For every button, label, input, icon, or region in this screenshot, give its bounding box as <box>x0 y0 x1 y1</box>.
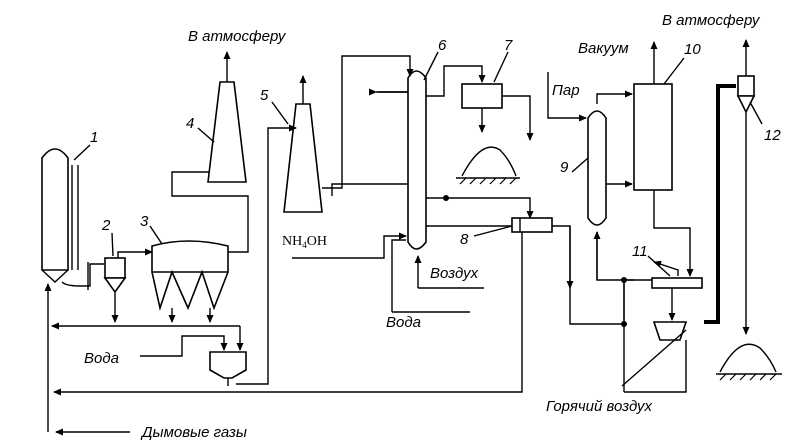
number-11: 11 <box>632 243 648 260</box>
cyclone-2 <box>103 257 127 294</box>
number-12: 12 <box>764 127 781 144</box>
number-6: 6 <box>438 37 447 54</box>
label-air: Воздух <box>430 265 479 282</box>
apparatus-1 <box>41 148 79 283</box>
label-atm-right: В атмосферу <box>662 12 761 29</box>
collector-tank <box>209 351 247 379</box>
label-atm-left: В атмосферу <box>188 28 287 45</box>
number-1: 1 <box>90 129 98 146</box>
number-2: 2 <box>101 217 111 234</box>
scrubber-4 <box>207 81 247 183</box>
number-3: 3 <box>140 213 149 230</box>
column-6 <box>407 70 427 250</box>
heat-exchanger-8 <box>511 217 553 233</box>
label-water-left: Вода <box>84 350 119 367</box>
label-steam: Пар <box>552 82 580 99</box>
vessel-7 <box>461 83 503 109</box>
number-4: 4 <box>186 115 194 132</box>
number-10: 10 <box>684 41 701 58</box>
cyclone-12 <box>736 75 756 114</box>
product-pile-right <box>716 343 782 381</box>
label-water-center: Вода <box>386 314 421 331</box>
number-8: 8 <box>460 231 469 248</box>
number-5: 5 <box>260 87 269 104</box>
dryer-funnel <box>621 321 688 387</box>
label-hot-air: Горячий воздух <box>546 398 653 415</box>
number-7: 7 <box>504 37 513 54</box>
product-pile-left <box>456 146 520 185</box>
bag-filter-3 <box>151 240 229 311</box>
crystallizer-10 <box>633 83 673 191</box>
centrifuge-11 <box>651 277 703 296</box>
absorber-5 <box>283 103 323 213</box>
pneumatic-line <box>704 84 736 324</box>
label-flue-gases: Дымовые газы <box>140 424 247 441</box>
label-nh4oh: NH4OH <box>282 234 327 250</box>
label-vacuum: Вакуум <box>578 40 629 57</box>
evaporator-9 <box>587 110 607 226</box>
number-9: 9 <box>560 159 569 176</box>
